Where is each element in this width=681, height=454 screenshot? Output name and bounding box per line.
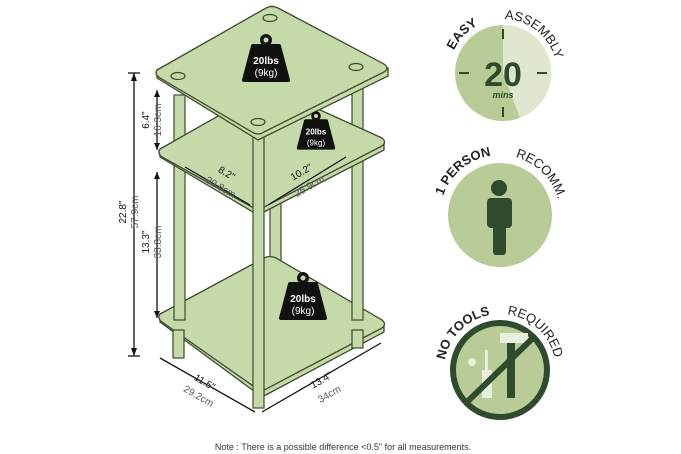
measurement-note: Note : There is a possible difference <0… xyxy=(215,442,471,452)
leg-foot-left xyxy=(172,329,185,359)
leg-cap xyxy=(170,71,186,81)
leg-left xyxy=(173,94,186,321)
dim-total-height: 22.8" 57.9cm xyxy=(118,196,141,229)
dim-outer-depth: 11.5" 29.2cm xyxy=(181,373,217,410)
weight-icon-bottom: 20lbs (9kg) xyxy=(279,270,327,320)
leg-right xyxy=(351,79,364,321)
dim-outer-width: 13.4" 34cm xyxy=(309,370,343,406)
person-icon xyxy=(487,180,512,255)
weight-icon-middle: 20lbs (9kg) xyxy=(296,109,336,150)
one-person-badge: 1 PERSON RECOMM. xyxy=(432,144,570,267)
leg-cap xyxy=(348,62,364,72)
svg-text:(9kg): (9kg) xyxy=(307,139,326,148)
svg-text:13.3": 13.3" xyxy=(141,230,152,253)
leg-cap xyxy=(250,117,266,127)
svg-text:22.8": 22.8" xyxy=(118,200,129,223)
assembly-unit: mins xyxy=(492,90,513,100)
leg-foot-right xyxy=(351,329,364,349)
svg-text:(9kg): (9kg) xyxy=(292,306,315,317)
prohibited-icon xyxy=(463,334,537,406)
dim-top-gap: 6.4" 16.3cm xyxy=(141,104,164,137)
svg-text:16.3cm: 16.3cm xyxy=(153,104,164,137)
timer-elapsed xyxy=(503,24,552,118)
weight-icon-top: 20lbs (9kg) xyxy=(242,32,290,82)
svg-text:20lbs: 20lbs xyxy=(290,294,316,305)
dimension-lines xyxy=(128,72,382,413)
clock-ticks-icon xyxy=(459,29,547,117)
dim-lower-gap: 13.3" 33.8cm xyxy=(141,226,164,259)
svg-text:6.4": 6.4" xyxy=(141,111,152,129)
svg-text:20lbs: 20lbs xyxy=(253,56,279,67)
svg-text:20lbs: 20lbs xyxy=(306,127,327,136)
easy-assembly-badge: 20 mins EASY ASSEMBLY xyxy=(443,7,567,121)
shelf-bottom-top xyxy=(158,255,386,391)
no-tools-badge: NO TOOLS REQUIRED xyxy=(433,303,566,420)
svg-text:(9kg): (9kg) xyxy=(255,68,278,79)
svg-text:33.8cm: 33.8cm xyxy=(153,226,164,259)
svg-text:57.9cm: 57.9cm xyxy=(130,196,141,229)
assembly-minutes: 20 xyxy=(484,56,522,94)
leg-cap xyxy=(262,13,278,23)
leg-front xyxy=(252,129,265,409)
